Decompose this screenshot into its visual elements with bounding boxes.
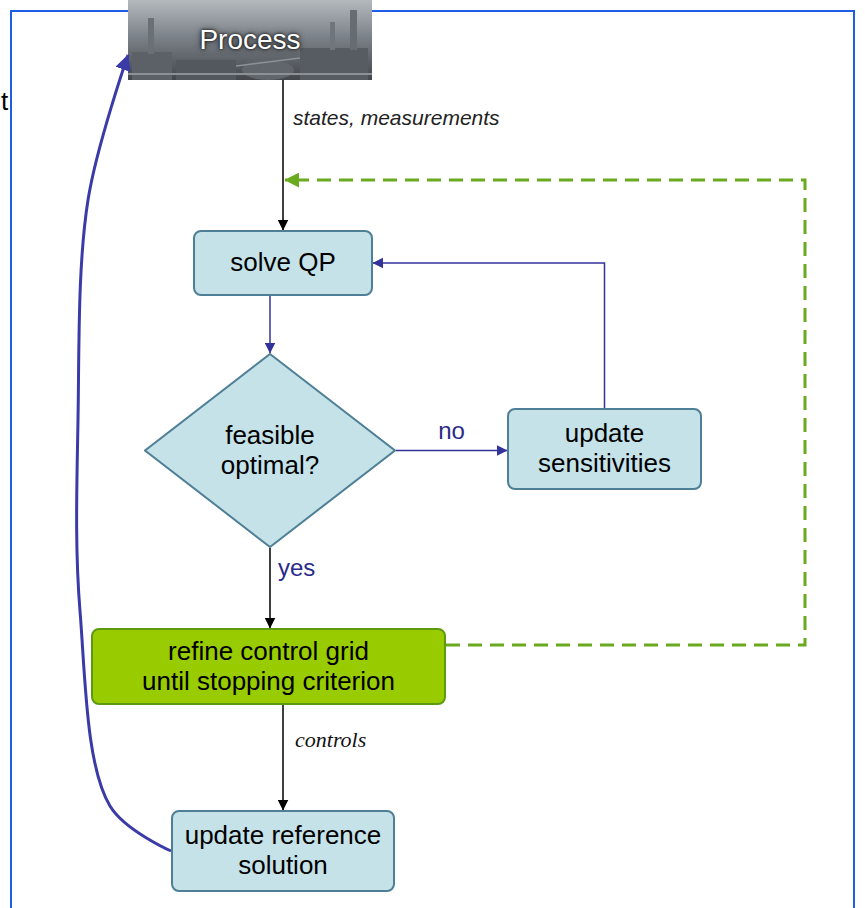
plant-chimney [148, 18, 154, 54]
node-text: solve QP [230, 248, 336, 278]
process-box: solve QP [193, 230, 373, 296]
signal-label: controls [295, 727, 366, 753]
plant-column [330, 22, 335, 50]
photo-ground [128, 0, 372, 80]
refine-box: refine control grid until stopping crite… [91, 628, 446, 705]
node-text: Process [199, 24, 300, 56]
plant-building [300, 48, 368, 80]
process-photo-box: Process [128, 0, 372, 80]
node-text: feasible optimal? [200, 421, 340, 481]
node-text: update sensitivities [517, 419, 692, 479]
flow-arrow [396, 450, 507, 452]
process-box: update reference solution [171, 810, 395, 892]
connector-group [77, 55, 805, 851]
flow-arrow [282, 80, 284, 230]
node-text: update reference solution [181, 821, 385, 881]
fragment-text: t [1, 86, 8, 117]
branch-label: no [438, 417, 465, 445]
process-box: update sensitivities [507, 408, 702, 490]
plant-pipe [128, 73, 372, 75]
flow-arrow [269, 296, 271, 353]
process-photo [128, 0, 372, 80]
slide-frame [11, 11, 854, 908]
plant-building [176, 60, 236, 80]
signal-label: states, measurements [293, 106, 500, 130]
node-text: refine control grid until stopping crite… [101, 637, 436, 697]
diamond-shape [145, 354, 395, 547]
plant-pipe [236, 58, 300, 66]
flow-arrow [373, 263, 605, 408]
flow-arrow [282, 705, 284, 810]
plant-chimney [350, 10, 357, 50]
plant-building [132, 52, 172, 80]
branch-label: yes [278, 554, 315, 582]
flow-arrow [269, 548, 271, 628]
decision-diamond: feasible optimal? [144, 353, 396, 548]
plant-tank [242, 60, 294, 80]
